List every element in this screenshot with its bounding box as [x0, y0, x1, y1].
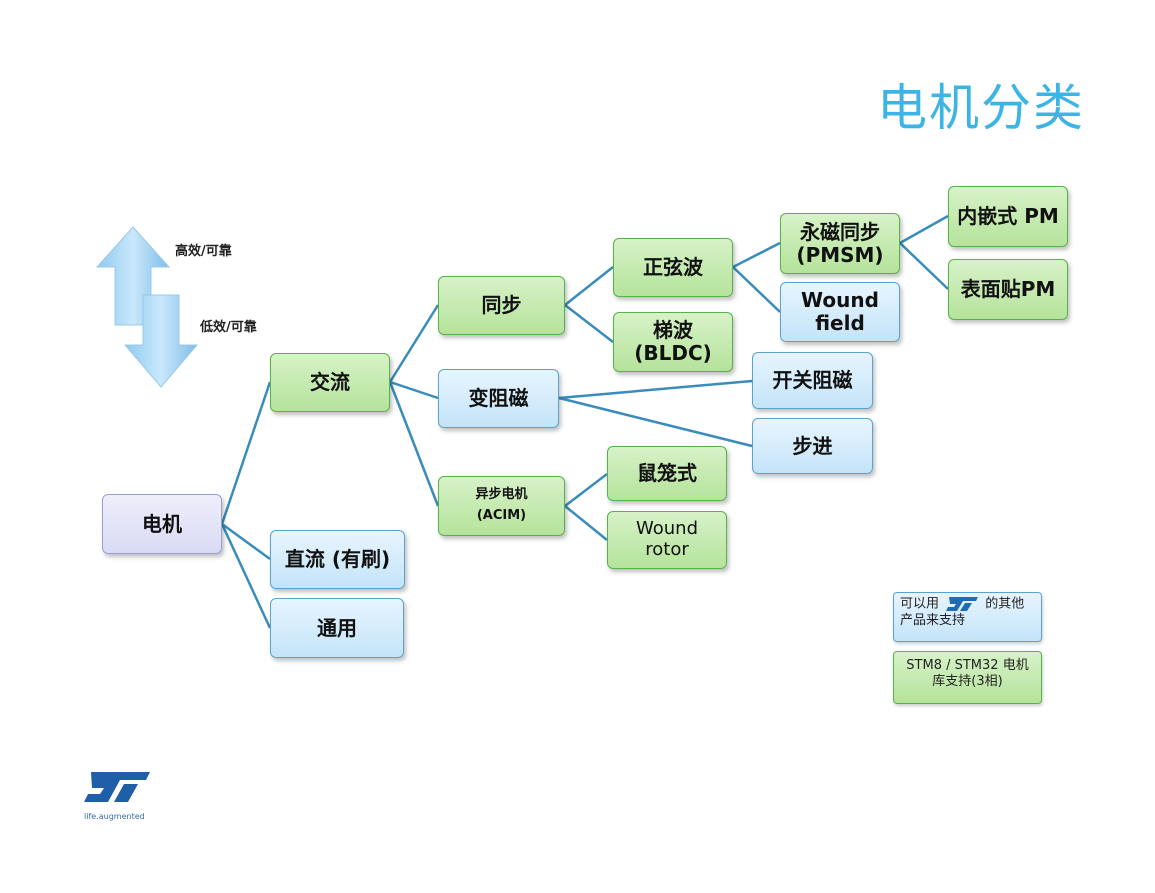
legend-green-text-2: 库支持(3相) — [932, 674, 1003, 690]
node-synchronous[interactable]: 同步 — [438, 276, 565, 335]
node-pmsm[interactable]: 永磁同步 (PMSM) — [780, 213, 900, 274]
link-pmsm-spm — [899, 242, 949, 290]
link-async-woundrotor — [564, 505, 608, 541]
node-async-label-1: 异步电机 — [475, 487, 528, 503]
node-squirrel-cage-label: 鼠笼式 — [637, 461, 697, 485]
node-switched-reluctance-label: 开关阻磁 — [772, 368, 853, 392]
legend-green: STM8 / STM32 电机 库支持(3相) — [893, 651, 1042, 704]
node-wound-field[interactable]: Wound field — [780, 282, 900, 342]
st-logo-small-icon — [946, 597, 979, 611]
node-pmsm-label-2: (PMSM) — [796, 242, 884, 267]
node-async[interactable]: 异步电机 (ACIM) — [438, 476, 565, 536]
link-sync-sine — [564, 266, 614, 306]
link-sync-trap — [564, 304, 614, 343]
node-async-label-2: (ACIM) — [476, 508, 527, 523]
node-wound-field-label-1: Wound — [801, 288, 879, 312]
node-ipm[interactable]: 内嵌式 PM — [948, 186, 1068, 247]
node-stepper[interactable]: 步进 — [752, 418, 873, 474]
node-dc-brushed[interactable]: 直流 (有刷) — [270, 530, 405, 589]
node-stepper-label: 步进 — [792, 433, 833, 458]
node-dc-brushed-label: 直流 (有刷) — [284, 547, 391, 571]
node-sine[interactable]: 正弦波 — [613, 238, 733, 297]
node-universal[interactable]: 通用 — [270, 598, 404, 658]
node-reluctance[interactable]: 变阻磁 — [438, 369, 559, 428]
legend-blue-text-3: 产品来支持 — [900, 612, 966, 628]
link-motor-universal — [220, 523, 272, 629]
link-motor-ac — [220, 381, 272, 525]
node-switched-reluctance[interactable]: 开关阻磁 — [752, 352, 873, 409]
high-efficiency-label: 高效/可靠 — [175, 244, 232, 259]
link-rel-stepper — [558, 396, 753, 448]
legend-blue-text-1: 可以用 — [900, 596, 940, 612]
link-ac-sync — [388, 304, 440, 383]
node-squirrel-cage[interactable]: 鼠笼式 — [607, 446, 727, 501]
node-wound-rotor[interactable]: Wound rotor — [607, 511, 727, 569]
legend-blue: 可以用 的其他 产品来支持 — [893, 592, 1042, 642]
link-async-cage — [564, 473, 608, 507]
link-pmsm-ipm — [899, 214, 949, 245]
legend-blue-text-2: 的其他 — [985, 596, 1025, 612]
node-motor-label: 电机 — [142, 511, 182, 536]
link-ac-async — [388, 381, 440, 507]
node-wound-rotor-label-2: rotor — [645, 539, 689, 560]
node-wound-rotor-label-1: Wound — [636, 518, 698, 540]
node-trap-label-2: (BLDC) — [634, 341, 712, 365]
node-pmsm-label-1: 永磁同步 — [800, 219, 880, 244]
st-logo-icon — [84, 772, 150, 802]
page-title: 电机分类 — [877, 79, 1085, 137]
legend-green-text-1: STM8 / STM32 电机 — [906, 658, 1029, 673]
node-motor[interactable]: 电机 — [102, 494, 222, 554]
node-sine-label: 正弦波 — [643, 255, 703, 279]
link-sine-pmsm — [732, 241, 781, 269]
node-trapezoidal[interactable]: 梯波 (BLDC) — [613, 312, 733, 372]
low-efficiency-label: 低效/可靠 — [200, 320, 257, 335]
node-reluctance-label: 变阻磁 — [468, 386, 529, 410]
link-rel-switched — [558, 379, 753, 400]
node-ac[interactable]: 交流 — [270, 353, 390, 412]
efficiency-arrows — [95, 226, 199, 388]
node-wound-field-label-2: field — [815, 311, 865, 335]
link-ac-reluctance — [389, 380, 439, 400]
down-arrow-icon — [123, 294, 199, 388]
node-spm[interactable]: 表面贴PM — [948, 259, 1068, 320]
link-sine-woundfield — [732, 266, 781, 313]
node-trap-label-1: 梯波 — [653, 318, 693, 342]
node-universal-label: 通用 — [317, 615, 357, 640]
node-ac-label: 交流 — [310, 370, 350, 394]
link-motor-dc — [221, 522, 271, 561]
st-tagline: life.augmented — [84, 812, 145, 821]
node-ipm-label: 内嵌式 PM — [957, 204, 1059, 228]
node-synchronous-label: 同步 — [481, 293, 522, 317]
node-spm-label: 表面贴PM — [960, 277, 1056, 301]
